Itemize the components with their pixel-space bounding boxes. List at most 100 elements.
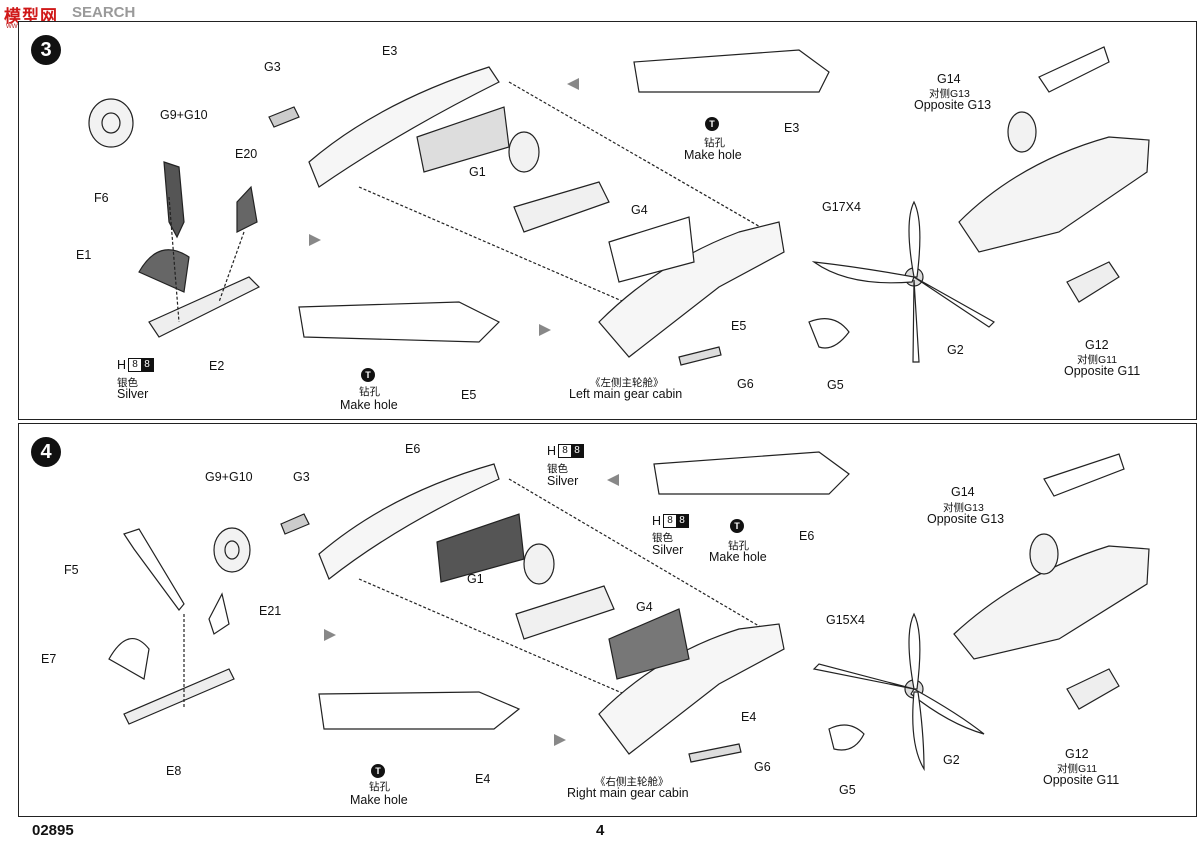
paint-name-cn: 银色 <box>652 532 673 544</box>
hole-cn: 钻孔 <box>369 781 390 793</box>
kit-number: 02895 <box>32 822 74 839</box>
cabin-cn: 《左侧主轮舱》 <box>590 377 664 389</box>
paint-swatch-num1: 8 <box>667 515 673 526</box>
label-g12-cn: 对侧G11 <box>1057 763 1098 775</box>
hole-cn: 钻孔 <box>359 386 380 398</box>
exhaust-g12 <box>1066 668 1120 710</box>
wing-e4-detail <box>318 691 521 730</box>
label-g1: G1 <box>467 572 484 586</box>
gear-leg-f5 <box>123 528 185 611</box>
label-g9g10: G9+G10 <box>205 470 253 484</box>
label-e4: E4 <box>741 710 757 724</box>
label-g12-en: Opposite G11 <box>1064 364 1141 378</box>
paint-swatch-num2: 8 <box>141 359 154 371</box>
label-g12-en: Opposite G11 <box>1043 773 1120 787</box>
prop-blade-top <box>908 612 921 690</box>
prop-blade-left <box>811 261 915 284</box>
fuselage-e4 <box>598 623 785 755</box>
bay-e8 <box>123 668 235 725</box>
drill-icon: T <box>705 117 719 131</box>
spinner-g5 <box>808 318 850 349</box>
label-g4: G4 <box>636 600 653 614</box>
label-g15: G15X4 <box>826 613 865 627</box>
prop-blade-top <box>908 200 921 278</box>
label-g12: G12 <box>1065 747 1089 761</box>
label-g2: G2 <box>943 753 960 767</box>
cabin-en: Right main gear cabin <box>567 786 689 800</box>
wing-e6-detail <box>653 451 850 495</box>
strip-g6 <box>688 743 742 763</box>
cabin-en: Left main gear cabin <box>569 387 683 401</box>
label-g17: G17X4 <box>822 200 861 214</box>
hole-en: Make hole <box>340 398 398 412</box>
panel-g4 <box>608 216 695 283</box>
label-g12-cn: 对侧G11 <box>1077 354 1118 366</box>
bay-e2 <box>148 276 261 338</box>
bay-center <box>513 181 610 233</box>
wing-e3-detail <box>633 49 830 93</box>
step-4-number: 4 <box>31 437 61 467</box>
label-f5: F5 <box>64 563 79 577</box>
label-e5: E5 <box>731 319 747 333</box>
label-e3: E3 <box>382 44 398 58</box>
wheel-icon <box>88 98 134 148</box>
label-g4: G4 <box>631 203 648 217</box>
step-3-number: 3 <box>31 35 61 65</box>
label-e2: E2 <box>209 359 225 373</box>
step-3-panel: 3 <box>18 21 1197 420</box>
page-number: 4 <box>596 822 605 839</box>
step-4-drawing <box>108 451 1150 772</box>
label-e3-detail: E3 <box>784 121 800 135</box>
paint-name-cn: 银色 <box>117 377 138 389</box>
label-f6: F6 <box>94 191 109 205</box>
aircraft-fuselage <box>958 136 1150 253</box>
wheel-icon <box>213 527 251 573</box>
exhaust-g12 <box>1066 261 1120 303</box>
spinner-g5 <box>828 724 865 751</box>
paint-name-en: Silver <box>117 387 149 401</box>
label-g3: G3 <box>264 60 281 74</box>
prop-blade-bottom <box>912 691 925 772</box>
hole-cn: 钻孔 <box>704 137 725 149</box>
hole-en: Make hole <box>684 148 742 162</box>
paint-code: H <box>547 444 557 458</box>
prop-blade-right <box>910 688 985 735</box>
paint-name-cn: 银色 <box>547 463 568 475</box>
paint-code: H <box>652 514 662 528</box>
hole-en: Make hole <box>350 793 408 807</box>
paint-code: H <box>117 358 127 372</box>
paint-name-en: Silver <box>652 543 684 557</box>
label-e21: E21 <box>259 604 282 618</box>
paint-name-en: Silver <box>547 474 579 488</box>
cabin-cn: 《右侧主轮舱》 <box>595 776 669 788</box>
label-g1: G1 <box>469 165 486 179</box>
label-g9g10: G9+G10 <box>160 108 208 122</box>
hole-cn: 钻孔 <box>728 540 749 552</box>
label-g6: G6 <box>737 377 754 391</box>
bay-center <box>515 585 615 640</box>
gear-leg-f6 <box>163 161 185 239</box>
door-e20 <box>236 185 258 233</box>
label-g14: G14 <box>937 72 961 86</box>
paint-swatch-num1: 8 <box>132 359 138 370</box>
panel-g4-dark <box>608 608 690 680</box>
wing-e6 <box>318 463 500 580</box>
hole-en: Make hole <box>709 550 767 564</box>
wing-e3 <box>308 66 500 188</box>
watermark-text-en: SEARCH <box>72 4 136 21</box>
label-e8: E8 <box>166 764 182 778</box>
label-g14-en: Opposite G13 <box>927 512 1005 526</box>
step-3-drawing <box>88 46 1150 366</box>
label-g2: G2 <box>947 343 964 357</box>
paint-swatch-num2: 8 <box>571 445 584 457</box>
canopy-g14 <box>1043 453 1125 497</box>
label-e4-detail: E4 <box>475 772 491 786</box>
label-e6-detail: E6 <box>799 529 815 543</box>
strip-g6 <box>678 346 722 366</box>
label-g14: G14 <box>951 485 975 499</box>
